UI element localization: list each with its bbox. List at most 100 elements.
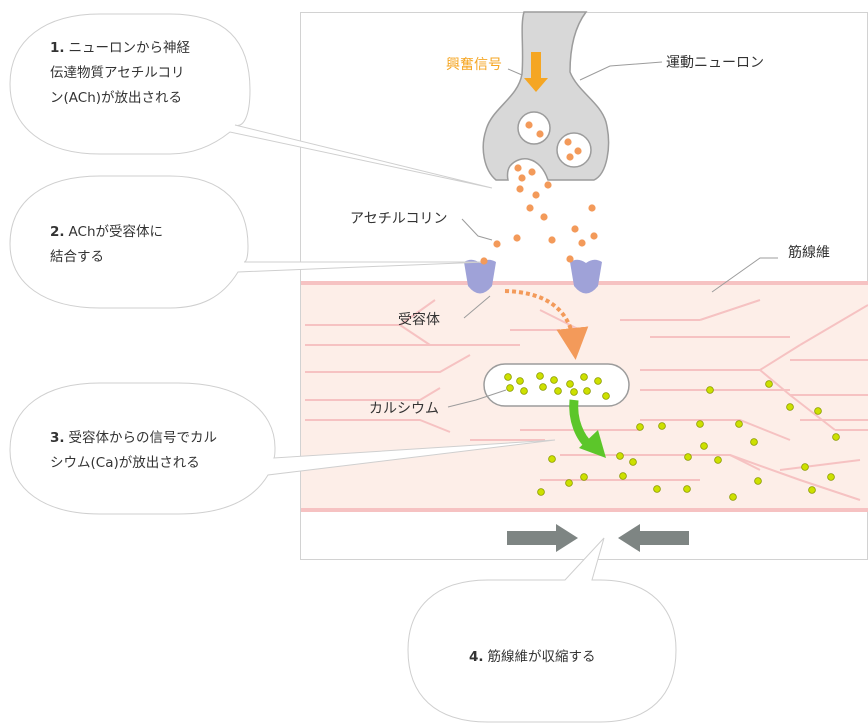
acetylcholine-dot <box>528 168 536 176</box>
calcium-dot <box>636 423 644 431</box>
calcium-dot <box>700 442 708 450</box>
step-2-line-2: 結合する <box>50 248 104 265</box>
calcium-dot <box>504 373 512 381</box>
acetylcholine-label: アセチルコリン <box>350 211 448 227</box>
acetylcholine-dot <box>518 174 526 182</box>
receptor <box>464 259 496 294</box>
receptor <box>570 259 602 294</box>
acetylcholine-dot <box>566 153 574 161</box>
calcium-store <box>483 363 630 407</box>
calcium-ions <box>504 372 840 501</box>
acetylcholine-dot <box>574 147 582 155</box>
calcium-dot <box>594 377 602 385</box>
calcium-dot <box>570 388 578 396</box>
acetylcholine-dot <box>578 239 586 247</box>
acetylcholine-dot <box>588 204 596 212</box>
leader-lines <box>447 61 778 408</box>
calcium-dot <box>537 488 545 496</box>
calcium-dot <box>554 387 562 395</box>
callout-1 <box>9 13 493 189</box>
calcium-dot <box>536 372 544 380</box>
receptor-label: 受容体 <box>398 312 440 328</box>
calcium-dot <box>808 486 816 494</box>
callout-3 <box>9 382 556 515</box>
calcium-dot <box>619 472 627 480</box>
acetylcholine-dot <box>536 130 544 138</box>
step-1-number: 1. <box>50 40 65 56</box>
calcium-dot <box>801 463 809 471</box>
calcium-dot <box>735 420 743 428</box>
excitation-signal-label: 興奮信号 <box>446 57 502 73</box>
contract-arrow-left <box>618 524 689 552</box>
excitation-signal-arrow <box>524 52 548 92</box>
calcium-dot <box>714 456 722 464</box>
calcium-dot <box>729 493 737 501</box>
calcium-dot <box>550 376 558 384</box>
acetylcholine-dot <box>493 240 501 248</box>
calcium-dot <box>750 438 758 446</box>
acetylcholine-dot <box>566 255 574 263</box>
calcium-dot <box>629 458 637 466</box>
acetylcholine-dot <box>525 121 533 129</box>
calcium-dot <box>786 403 794 411</box>
callout-2 <box>9 175 486 309</box>
calcium-dot <box>580 473 588 481</box>
calcium-dot <box>653 485 661 493</box>
step-1-line-3: ン(ACh)が放出される <box>50 89 183 106</box>
step-2-number: 2. <box>50 224 65 240</box>
calcium-dot <box>506 384 514 392</box>
calcium-dot <box>616 452 624 460</box>
step-1-text: 1.ニューロンから神経 伝達物質アセチルコリ ン(ACh)が放出される <box>50 36 190 111</box>
acetylcholine-molecules <box>480 121 598 265</box>
step-3-text: 3.受容体からの信号でカル シウム(Ca)が放出される <box>50 426 217 476</box>
calcium-dot <box>565 479 573 487</box>
calcium-dot <box>539 383 547 391</box>
step-3-line-1: 受容体からの信号でカル <box>68 430 218 446</box>
calcium-dot <box>520 387 528 395</box>
acetylcholine-dot <box>564 138 572 146</box>
calcium-dot <box>548 455 556 463</box>
step-1-line-2: 伝達物質アセチルコリ <box>50 64 185 81</box>
step-4-line-1: 筋線維が収縮する <box>487 649 596 665</box>
receptors <box>464 259 602 294</box>
acetylcholine-dot <box>571 225 579 233</box>
motor-neuron-label: 運動ニューロン <box>666 55 764 71</box>
muscle-fiber-label: 筋線維 <box>788 245 830 261</box>
calcium-dot <box>602 392 610 400</box>
acetylcholine-dot <box>513 234 521 242</box>
acetylcholine-dot <box>526 204 534 212</box>
acetylcholine-dot <box>514 164 522 172</box>
step-4-text: 4.筋線維が収縮する <box>469 645 596 670</box>
calcium-dot <box>658 422 666 430</box>
calcium-dot <box>706 386 714 394</box>
calcium-dot <box>566 380 574 388</box>
calcium-dot <box>765 380 773 388</box>
step-2-text: 2.AChが受容体に 結合する <box>50 220 163 270</box>
contraction-arrows <box>507 524 689 552</box>
acetylcholine-dot <box>544 181 552 189</box>
calcium-dot <box>827 473 835 481</box>
callout-4 <box>407 537 677 723</box>
step-1-line-1: ニューロンから神経 <box>68 40 191 56</box>
step-4-number: 4. <box>469 649 484 665</box>
receptor-signal-arrow <box>504 289 589 360</box>
calcium-label: カルシウム <box>369 401 439 417</box>
calcium-dot <box>683 485 691 493</box>
acetylcholine-dot <box>532 191 540 199</box>
calcium-dot <box>516 377 524 385</box>
step-3-number: 3. <box>50 430 65 446</box>
acetylcholine-dot <box>516 185 524 193</box>
calcium-dot <box>754 477 762 485</box>
calcium-dot <box>832 433 840 441</box>
calcium-dot <box>684 453 692 461</box>
calcium-dot <box>696 420 704 428</box>
calcium-dot <box>580 373 588 381</box>
contract-arrow-right <box>507 524 578 552</box>
calcium-dot <box>583 387 591 395</box>
step-3-line-2: シウム(Ca)が放出される <box>50 454 200 471</box>
step-2-line-1: AChが受容体に <box>68 224 164 240</box>
acetylcholine-dot <box>548 236 556 244</box>
acetylcholine-dot <box>480 257 488 265</box>
